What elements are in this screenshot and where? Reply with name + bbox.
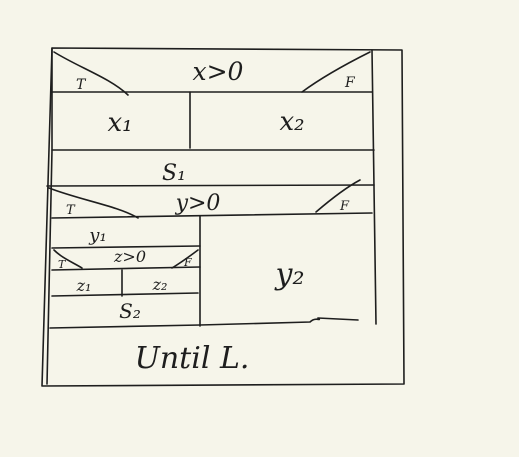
x-decision-block: x>0 T F	[51, 49, 377, 325]
s1-label: S₁	[162, 161, 186, 186]
y2-label: y₂	[274, 257, 305, 292]
y-decision-block: y>0 T F y₂	[48, 179, 373, 327]
s1-block: S₁	[46, 161, 375, 187]
z-true-marker: T	[58, 258, 67, 271]
z2-label: z₂	[152, 275, 168, 294]
z1-label: z₁	[76, 276, 92, 295]
z-false-marker: F	[183, 256, 192, 269]
until-label: Until L.	[135, 341, 250, 376]
y-false-marker: F	[339, 199, 350, 214]
y1-label: y₁	[88, 225, 106, 246]
x-branches-row: x₁ x₂	[51, 91, 375, 151]
y-condition-label: y>0	[175, 191, 221, 216]
x2-label: x₂	[279, 107, 304, 137]
y-true-marker: T	[66, 203, 76, 218]
until-footer: Until L.	[135, 341, 250, 376]
y1-block: y₁ z>0 T F z₁ z₂ S₂	[51, 225, 201, 323]
loop-bottom-line	[49, 317, 359, 329]
x-condition-label: x>0	[193, 57, 244, 86]
x-false-marker: F	[344, 75, 356, 91]
s2-label: S₂	[119, 299, 141, 323]
x1-label: x₁	[107, 108, 132, 138]
z-condition-label: z>0	[113, 247, 146, 266]
x-true-marker: T	[76, 77, 87, 93]
